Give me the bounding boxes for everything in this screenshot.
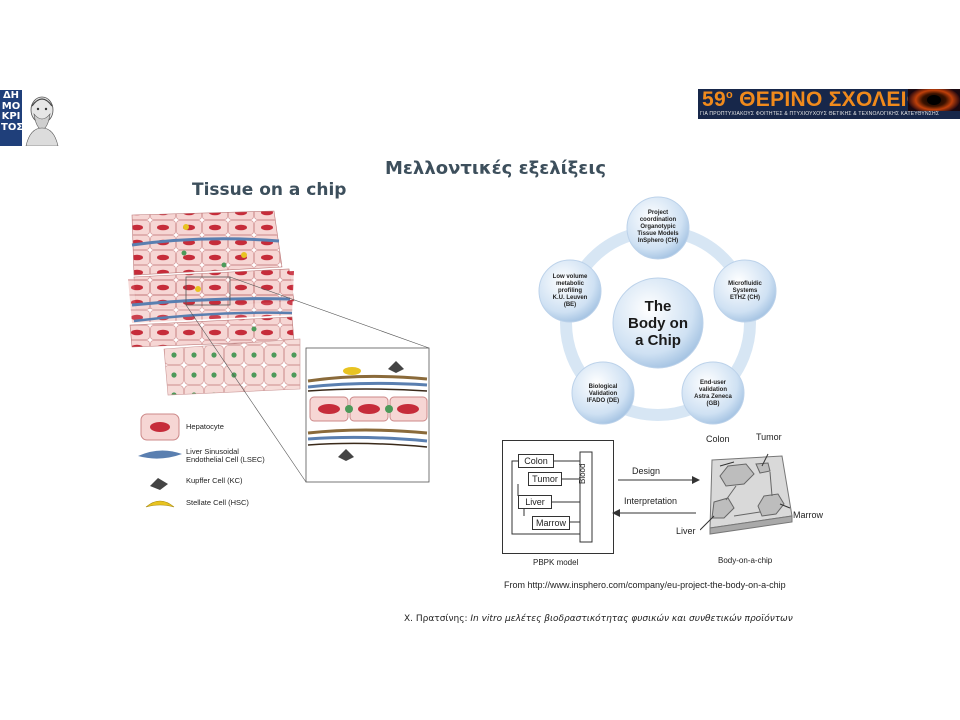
- pbpk-liver: Liver: [518, 495, 552, 509]
- bust-icon: [25, 96, 59, 146]
- lsec-icon: [138, 450, 182, 459]
- design-arrows: [612, 476, 700, 517]
- banner-title: 59ο ΘΕΡΙΝΟ ΣΧΟΛΕΙΟ: [702, 89, 924, 111]
- pbpk-connectors: [511, 451, 593, 543]
- legend-hepatocyte: Hepatocyte: [186, 422, 224, 431]
- chip-label-marrow: Marrow: [793, 510, 824, 520]
- cell-legend: Hepatocyte Liver Sinusoidal Endothelial …: [138, 412, 308, 517]
- kupffer-cell-icon: [150, 478, 168, 490]
- legend-kupffer: Kupffer Cell (KC): [186, 476, 243, 485]
- footer-credit: Χ. Πρατσίνης: In vitro μελέτες βιοδραστι…: [404, 614, 793, 624]
- design-label: Design: [632, 466, 661, 476]
- pbpk-tumor: Tumor: [528, 472, 562, 486]
- chip-label-colon: Colon: [706, 434, 730, 444]
- legend-stellate: Stellate Cell (HSC): [186, 498, 249, 507]
- chip-label-liver: Liver: [676, 526, 696, 536]
- chip-caption: Body-on-a-chip: [718, 556, 773, 565]
- tissue-title: Tissue on a chip: [192, 180, 347, 200]
- banner-subtitle: ΓΙΑ ΠΡΟΠΤΥΧΙΑΚΟΥΣ ΦΟΙΤΗΤΕΣ & ΠΤΥΧΙΟΥΧΟΥΣ…: [700, 111, 940, 117]
- body-on-chip-diagram: [538, 196, 777, 425]
- pbpk-blood: Blood: [578, 463, 587, 484]
- legend-lsec-line2: Endothelial Cell (LSEC): [186, 455, 265, 464]
- pbpk-caption: PBPK model: [533, 558, 579, 567]
- summer-school-banner: 59ο ΘΕΡΙΝΟ ΣΧΟΛΕΙΟ ΓΙΑ ΠΡΟΠΤΥΧΙΑΚΟΥΣ ΦΟΙ…: [698, 89, 960, 119]
- source-citation: From http://www.insphero.com/company/eu-…: [504, 580, 786, 590]
- chip-illustration: [700, 453, 793, 535]
- pbpk-marrow: Marrow: [532, 516, 570, 530]
- chip-label-tumor: Tumor: [756, 432, 782, 442]
- tissue-illustration: [128, 210, 430, 483]
- pbpk-colon: Colon: [518, 454, 554, 468]
- interpretation-label: Interpretation: [624, 496, 678, 506]
- legend-icons: [138, 413, 182, 508]
- legend-lsec-line1: Liver Sinusoidal: [186, 447, 239, 456]
- stellate-cell-icon: [145, 500, 175, 508]
- detector-image: [908, 89, 960, 111]
- pbpk-model-frame: [502, 440, 614, 554]
- slide-title: Μελλοντικές εξελίξεις: [385, 158, 607, 179]
